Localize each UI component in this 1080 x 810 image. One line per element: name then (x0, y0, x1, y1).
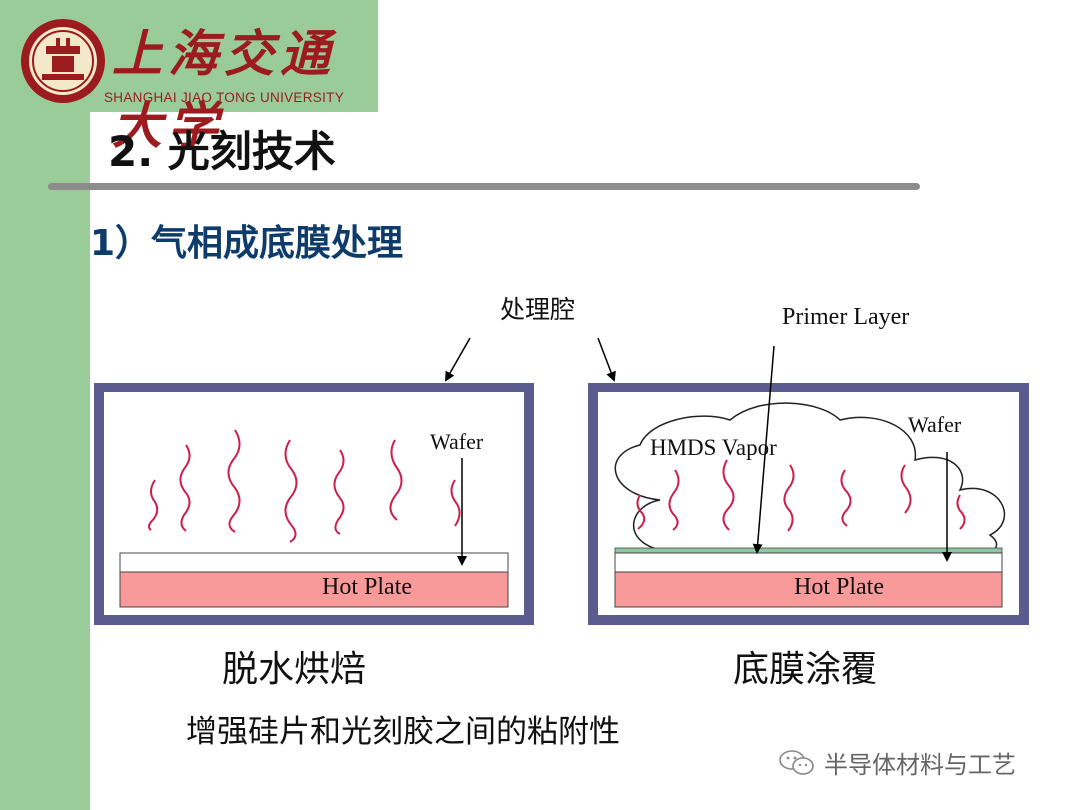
purpose-note: 增强硅片和光刻胶之间的粘附性 (186, 714, 620, 750)
left-hot-plate-label: Hot Plate (322, 574, 412, 600)
right-wafer (614, 552, 1003, 573)
left-vapor-lines (148, 429, 461, 543)
title-divider (48, 183, 920, 190)
left-caption: 脱水烘焙 (222, 649, 367, 690)
watermark: 半导体材料与工艺 (778, 745, 1016, 780)
right-caption: 底膜涂覆 (733, 649, 878, 690)
university-name-en: SHANGHAI JIAO TONG UNIVERSITY (104, 90, 344, 105)
primer-layer-arrow (752, 345, 775, 554)
university-seal-icon (21, 19, 105, 103)
university-name-cn: 上海交通大学 (112, 24, 336, 155)
primer-layer (614, 547, 1003, 554)
right-chamber: Hot Plate HMDS Vapor Wafer (588, 383, 1029, 625)
left-wafer-label: Wafer (430, 429, 484, 454)
right-wafer-label: Wafer (908, 412, 962, 437)
right-hot-plate-label: Hot Plate (794, 574, 884, 600)
primer-layer-label: Primer Layer (782, 304, 909, 330)
hmds-vapor-cloud (614, 402, 1006, 555)
right-vapor-lines (636, 459, 966, 532)
left-hot-plate (119, 571, 509, 608)
chamber-arrow-right (597, 337, 616, 382)
logo-area: 上海交通大学 SHANGHAI JIAO TONG UNIVERSITY (0, 0, 378, 155)
left-wafer (119, 552, 509, 573)
wechat-icon (779, 749, 814, 775)
right-hot-plate (614, 571, 1003, 608)
section-subtitle: 1）气相成底膜处理 (90, 223, 404, 264)
watermark-text: 半导体材料与工艺 (824, 751, 1016, 779)
chamber-label: 处理腔 (500, 295, 575, 324)
slide-title: 2. 光刻技术 (108, 127, 336, 176)
left-sidebar-bar (0, 0, 90, 810)
left-chamber: Hot Plate Wafer (94, 383, 534, 625)
hmds-vapor-label: HMDS Vapor (650, 435, 777, 460)
chamber-arrow-left (445, 337, 471, 382)
